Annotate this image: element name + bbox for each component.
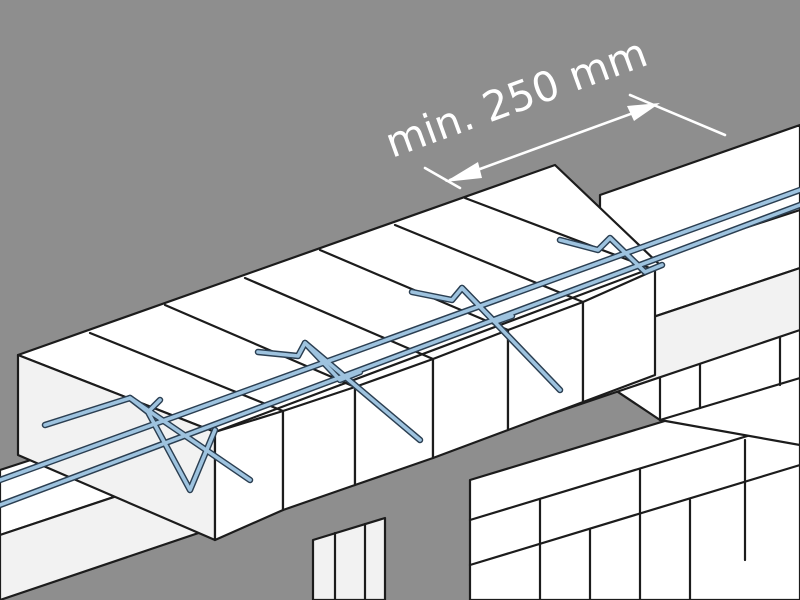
dimension-line [448,103,657,182]
arrowhead-right [627,103,660,121]
extension-line-right [628,93,727,137]
reinforcement-wire [0,186,800,509]
arrowhead-left [445,162,482,182]
extension-line-left [423,166,462,190]
support-post [311,516,387,600]
